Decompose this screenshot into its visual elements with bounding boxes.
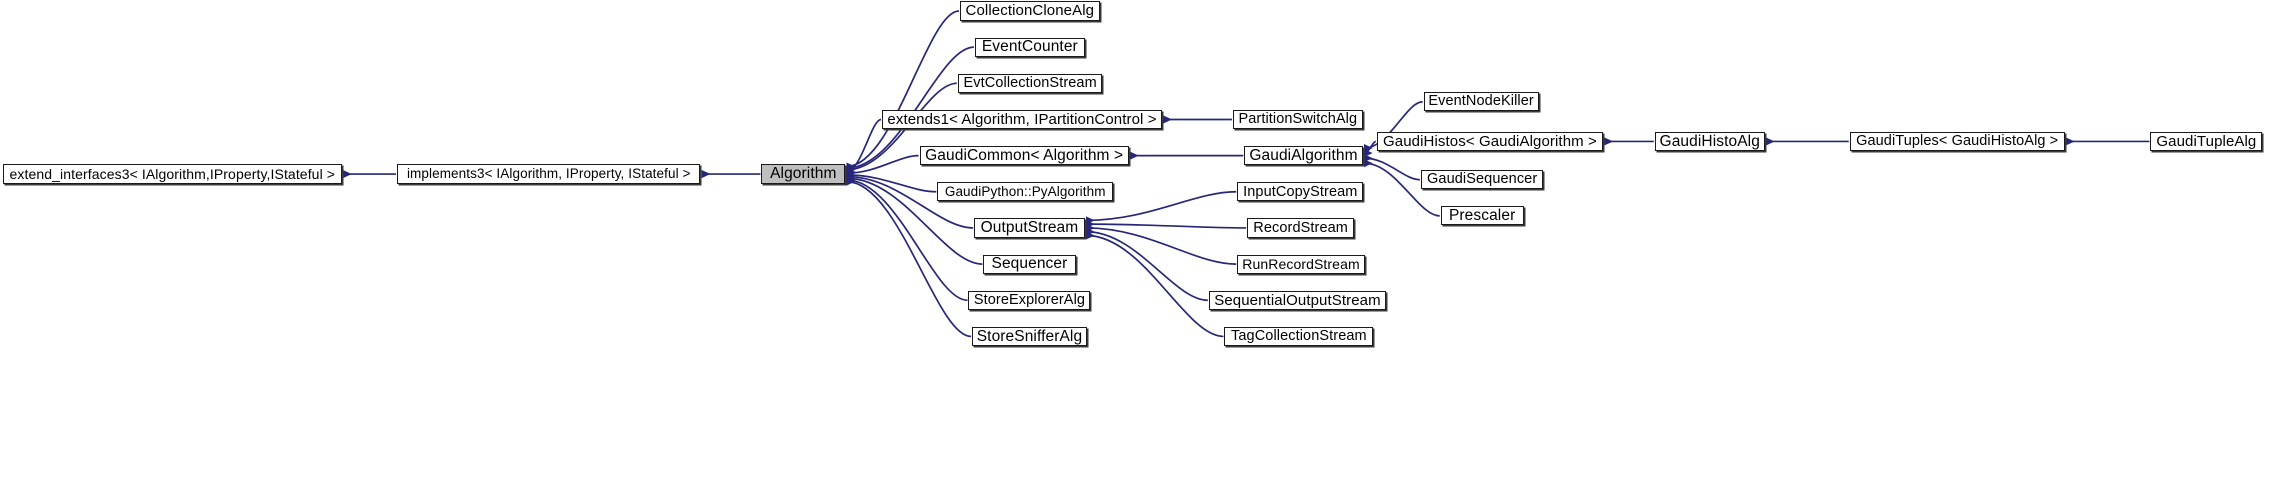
class-node-Prescaler[interactable]: Prescaler (1440, 206, 1524, 226)
class-node-Algorithm[interactable]: Algorithm (761, 164, 846, 184)
class-node-EvtCollectionStream[interactable]: EvtCollectionStream (957, 73, 1103, 93)
class-node-StoreExplorerAlg[interactable]: StoreExplorerAlg (968, 290, 1091, 310)
class-node-GaudiTuples[interactable]: GaudiTuples< GaudiHistoAlg > (1849, 131, 2065, 151)
inheritance-edge (846, 46, 974, 173)
class-node-label: extends1< Algorithm, IPartitionControl > (887, 110, 1157, 128)
class-node-label: Prescaler (1448, 207, 1516, 225)
class-node-label: GaudiHistoAlg (1659, 132, 1760, 150)
class-node-StoreSnifferAlg[interactable]: StoreSnifferAlg (972, 326, 1087, 346)
inheritance-edge (1085, 190, 1237, 225)
inheritance-edge (1085, 220, 1247, 229)
class-node-GaudiSequencer[interactable]: GaudiSequencer (1420, 170, 1544, 190)
class-node-label: SequentialOutputStream (1214, 291, 1381, 309)
class-node-label: Algorithm (770, 165, 837, 183)
inheritance-edge (1363, 140, 1377, 158)
class-node-label: PartitionSwitchAlg (1238, 111, 1358, 128)
class-node-Sequencer[interactable]: Sequencer (983, 254, 1076, 274)
inheritance-edge (1363, 154, 1420, 181)
inheritance-edge (1085, 227, 1208, 302)
inheritance-edge (846, 170, 937, 193)
class-node-PartitionSwitchAlg[interactable]: PartitionSwitchAlg (1232, 109, 1363, 130)
inheritance-edge (846, 10, 960, 171)
class-node-label: Sequencer (991, 255, 1068, 273)
class-node-InputCopyStream[interactable]: InputCopyStream (1237, 182, 1364, 202)
class-node-label: GaudiAlgorithm (1249, 146, 1358, 164)
class-node-label: TagCollectionStream (1231, 328, 1367, 345)
inheritance-edge (1085, 231, 1224, 338)
class-node-GaudiTupleAlg[interactable]: GaudiTupleAlg (2150, 131, 2263, 151)
class-node-GaudiCommon[interactable]: GaudiCommon< Algorithm > (919, 146, 1129, 166)
inheritance-edge (1085, 223, 1237, 265)
class-node-GaudiHistos[interactable]: GaudiHistos< GaudiAlgorithm > (1376, 131, 1604, 151)
class-node-label: GaudiHistos< GaudiAlgorithm > (1383, 132, 1597, 150)
class-node-TagCollectionStream[interactable]: TagCollectionStream (1224, 326, 1374, 346)
class-node-OutputStream[interactable]: OutputStream (974, 218, 1085, 238)
class-node-label: GaudiCommon< Algorithm > (925, 146, 1124, 164)
class-node-GaudiPythonPyAlgorithm[interactable]: GaudiPython::PyAlgorithm (937, 182, 1114, 202)
class-node-extend_interfaces3[interactable]: extend_interfaces3< IAlgorithm,IProperty… (2, 164, 342, 184)
class-node-EventNodeKiller[interactable]: EventNodeKiller (1423, 92, 1539, 112)
class-node-label: OutputStream (980, 219, 1079, 237)
class-node-label: RunRecordStream (1242, 256, 1360, 273)
class-node-label: GaudiTuples< GaudiHistoAlg > (1856, 133, 2059, 150)
class-node-RecordStream[interactable]: RecordStream (1247, 218, 1355, 238)
class-node-label: RecordStream (1253, 219, 1348, 236)
class-node-GaudiAlgorithm[interactable]: GaudiAlgorithm (1244, 146, 1363, 166)
class-node-SequentialOutputStream[interactable]: SequentialOutputStream (1208, 290, 1387, 310)
inheritance-edge (846, 177, 972, 338)
inheritance-edge (846, 172, 974, 229)
class-node-label: EvtCollectionStream (963, 75, 1097, 92)
class-node-implements3[interactable]: implements3< IAlgorithm, IProperty, ISta… (397, 164, 701, 184)
class-node-label: EventNodeKiller (1428, 93, 1534, 110)
class-node-label: GaudiSequencer (1427, 171, 1538, 188)
inheritance-edge (1363, 159, 1440, 217)
class-node-label: GaudiTupleAlg (2156, 132, 2257, 150)
class-node-label: implements3< IAlgorithm, IProperty, ISta… (406, 166, 691, 182)
class-node-label: GaudiPython::PyAlgorithm (944, 184, 1106, 200)
class-node-label: StoreExplorerAlg (973, 292, 1086, 308)
class-node-label: InputCopyStream (1243, 183, 1358, 200)
class-node-EventCounter[interactable]: EventCounter (974, 37, 1085, 57)
inheritance-edge (846, 175, 968, 302)
class-node-extends1[interactable]: extends1< Algorithm, IPartitionControl > (881, 109, 1163, 130)
inheritance-edge (846, 174, 983, 265)
class-node-label: EventCounter (981, 38, 1078, 56)
class-node-CollectionCloneAlg[interactable]: CollectionCloneAlg (959, 1, 1100, 21)
class-node-RunRecordStream[interactable]: RunRecordStream (1237, 254, 1365, 274)
class-node-label: CollectionCloneAlg (965, 2, 1095, 20)
class-node-label: extend_interfaces3< IAlgorithm,IProperty… (9, 166, 336, 183)
class-node-label: StoreSnifferAlg (976, 327, 1083, 345)
class-node-GaudiHistoAlg[interactable]: GaudiHistoAlg (1654, 131, 1765, 151)
